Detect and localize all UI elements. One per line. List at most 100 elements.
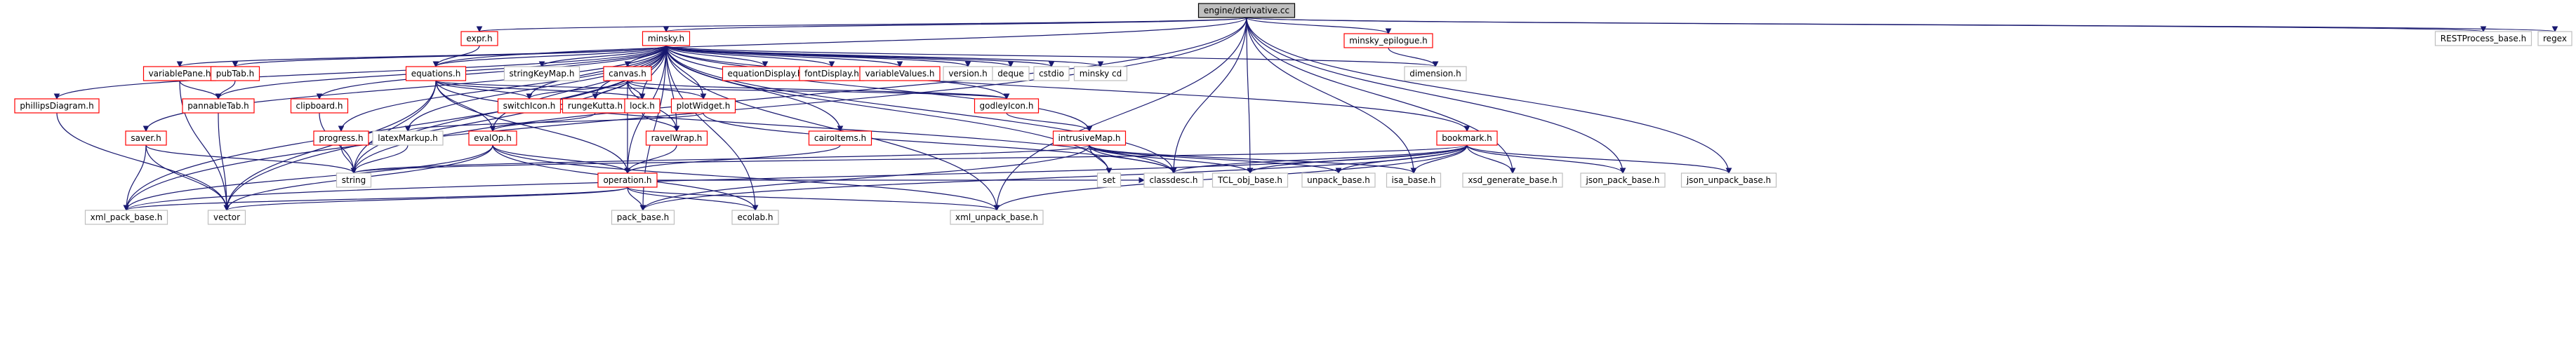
node-tclobj: TCL_obj_base.h — [1211, 172, 1289, 188]
node-box — [405, 66, 467, 81]
node-label: stringKeyMap.h — [510, 69, 575, 79]
node-isabase: isa_base.h — [1386, 172, 1442, 188]
node-box — [1343, 33, 1433, 48]
node-ecolab: ecolab.h — [731, 210, 779, 225]
node-label: equationDisplay.h — [728, 69, 803, 79]
node-box — [372, 130, 444, 146]
node-label: minsky_epilogue.h — [1349, 36, 1428, 46]
node-clipboard[interactable]: clipboard.h — [290, 98, 349, 114]
edge-root-to-expr — [476, 17, 1247, 33]
edge-minsky-to-fontdisplay — [665, 45, 835, 68]
node-label: json_unpack_base.h — [1686, 175, 1771, 185]
node-box — [1096, 172, 1122, 188]
node-label: ecolab.h — [737, 212, 773, 222]
node-minskycd: minsky cd — [1073, 66, 1128, 81]
node-unpackbase: unpack_base.h — [1301, 172, 1376, 188]
node-box — [125, 130, 167, 146]
node-intrusivemap[interactable]: intrusiveMap.h — [1052, 130, 1127, 146]
node-box — [670, 98, 736, 114]
node-box — [290, 98, 349, 114]
node-box — [1404, 66, 1467, 81]
node-box — [503, 66, 580, 81]
edge-operation-to-ecolab — [627, 186, 759, 212]
node-box — [497, 98, 562, 114]
node-label: classdesc.h — [1149, 175, 1197, 185]
edge-minsky-to-dimension — [665, 45, 1439, 68]
node-operation[interactable]: operation.h — [597, 172, 658, 188]
node-epilogue[interactable]: minsky_epilogue.h — [1343, 33, 1433, 48]
node-progress[interactable]: progress.h — [313, 130, 369, 146]
node-expr[interactable]: expr.h — [460, 31, 498, 46]
node-rungekutta[interactable]: rungeKutta.h — [562, 98, 629, 114]
edge-minsky-to-equations — [432, 45, 667, 68]
node-cairoitems[interactable]: cairoItems.h — [808, 130, 872, 146]
node-label: lock.h — [630, 101, 655, 111]
node-label: variableValues.h — [865, 69, 934, 79]
node-packbase: pack_base.h — [611, 210, 675, 225]
node-label: RESTProcess_base.h — [2441, 34, 2526, 43]
node-restprocess: RESTProcess_base.h — [2434, 31, 2532, 46]
node-box — [468, 130, 517, 146]
node-equations[interactable]: equations.h — [405, 66, 467, 81]
node-box — [950, 210, 1044, 225]
node-box — [2537, 31, 2572, 46]
node-label: operation.h — [603, 175, 651, 185]
node-box — [611, 210, 675, 225]
node-pubtab[interactable]: pubTab.h — [210, 66, 260, 81]
node-box — [84, 210, 168, 225]
node-fontdisplay[interactable]: fontDisplay.h — [799, 66, 865, 81]
edge-bookmark-to-string — [350, 144, 1468, 175]
edge-variablepane-to-pannabletab — [179, 80, 222, 100]
node-label: fontDisplay.h — [804, 69, 859, 79]
node-variablepane[interactable]: variablePane.h — [142, 66, 217, 81]
edge-root-to-classdesc — [1170, 17, 1247, 175]
edge-operation-to-classdesc — [656, 177, 1146, 184]
node-label: set — [1103, 175, 1116, 185]
node-pannabletab[interactable]: pannableTab.h — [182, 98, 255, 114]
node-box — [1680, 172, 1777, 188]
node-equationdisplay[interactable]: equationDisplay.h — [722, 66, 809, 81]
node-box — [460, 31, 498, 46]
node-box — [207, 210, 246, 225]
node-box — [859, 66, 941, 81]
node-label: json_pack_base.h — [1585, 175, 1659, 185]
node-box — [597, 172, 658, 188]
node-minsky[interactable]: minsky.h — [642, 31, 691, 46]
node-label: deque — [997, 69, 1024, 79]
node-label: vector — [213, 212, 240, 222]
node-label: rungeKutta.h — [568, 101, 623, 111]
node-box — [974, 98, 1040, 114]
node-plotwidget[interactable]: plotWidget.h — [670, 98, 736, 114]
node-label: progress.h — [319, 133, 363, 143]
node-label: evalOp.h — [474, 133, 512, 143]
node-label: isa_base.h — [1392, 175, 1436, 185]
node-canvas[interactable]: canvas.h — [603, 66, 652, 81]
node-phillips[interactable]: phillipsDiagram.h — [14, 98, 100, 114]
node-evalop[interactable]: evalOp.h — [468, 130, 517, 146]
node-box — [182, 98, 255, 114]
node-bookmark[interactable]: bookmark.h — [1436, 130, 1498, 146]
edge-bookmark-to-jsonunpack — [1466, 144, 1732, 175]
node-box — [1211, 172, 1289, 188]
edge-minsky-to-clipboard — [316, 45, 667, 100]
node-label: dimension.h — [1409, 69, 1461, 79]
node-box — [624, 98, 660, 114]
node-label: variablePane.h — [149, 69, 211, 79]
node-label: expr.h — [466, 34, 492, 43]
edge-root-to-epilogue — [1246, 17, 1392, 35]
node-switchicon[interactable]: switchIcon.h — [497, 98, 562, 114]
edge-pubtab-to-pannabletab — [215, 80, 236, 100]
node-box — [603, 66, 652, 81]
node-lock[interactable]: lock.h — [624, 98, 660, 114]
node-jsonpack: json_pack_base.h — [1580, 172, 1666, 188]
node-variablevalues[interactable]: variableValues.h — [859, 66, 941, 81]
node-godleyicon[interactable]: godleyIcon.h — [974, 98, 1040, 114]
node-vector: vector — [207, 210, 246, 225]
node-saver[interactable]: saver.h — [125, 130, 167, 146]
node-regex: regex — [2537, 31, 2572, 46]
edge-saver-to-string — [145, 144, 357, 175]
edge-operation-to-vector — [223, 186, 628, 212]
node-ravelwrap[interactable]: ravelWrap.h — [645, 130, 708, 146]
node-label: regex — [2543, 34, 2567, 43]
node-xmlunpack: xml_unpack_base.h — [950, 210, 1044, 225]
